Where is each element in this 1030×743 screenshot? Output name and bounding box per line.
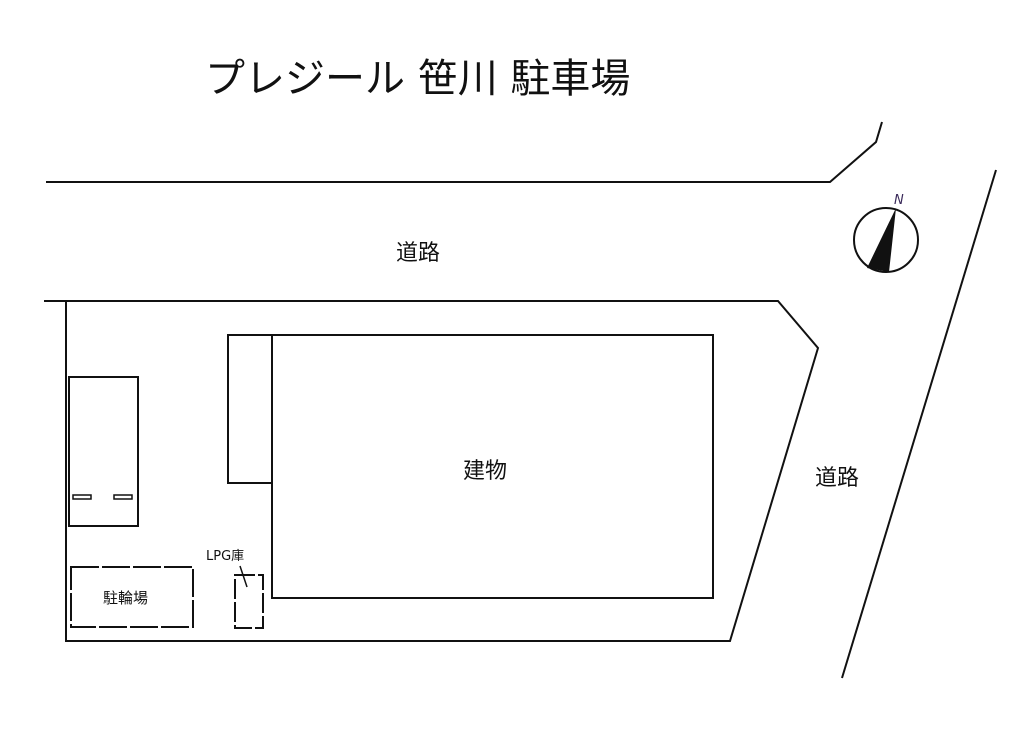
site-boundary [44,300,820,642]
bicycle-parking [70,566,194,628]
road-right-label: 道路 [815,466,859,491]
lpg-leader-line [239,565,248,588]
building-label: 建物 [463,459,507,484]
page-title: プレジール 笹川 駐車場 [205,56,630,102]
north-label: N [894,193,904,208]
wheel-stop-icon [113,494,133,500]
road-top-label: 道路 [396,241,440,266]
road-right-edge [841,169,997,679]
parking-space [68,376,139,527]
lpg-storage [234,574,264,629]
building [271,334,714,599]
lpg-storage-label: LPG庫 [206,549,244,564]
bicycle-parking-label: 駐輪場 [103,589,148,607]
road-top-edge [46,121,883,183]
north-compass-icon: N [853,193,919,273]
annex-structure [227,334,273,484]
wheel-stop-icon [72,494,92,500]
